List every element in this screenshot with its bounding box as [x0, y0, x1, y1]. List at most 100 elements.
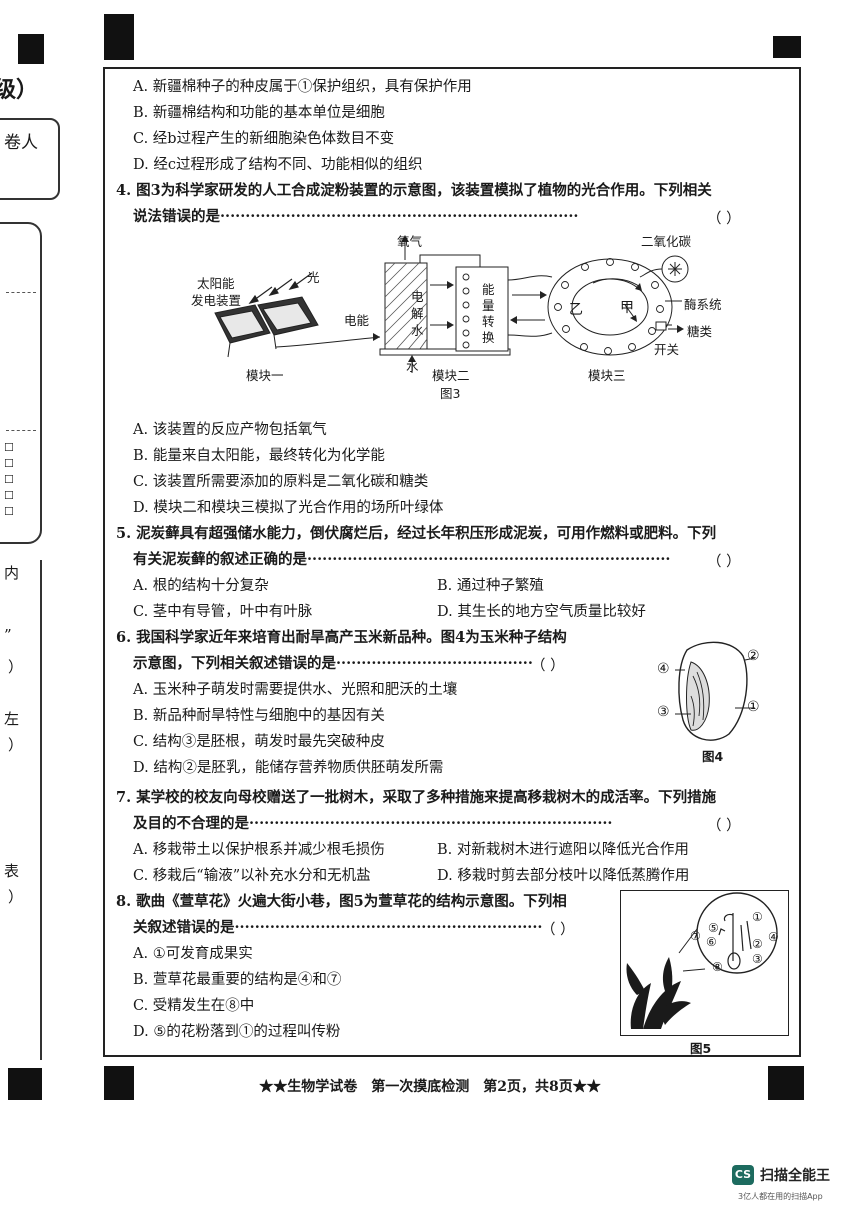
fig5-label-3: ③	[752, 952, 763, 966]
fig4-label-3: ③	[657, 704, 670, 720]
q8-answer-paren[interactable]: （ ）	[541, 922, 575, 938]
fig3-light-label: 光	[307, 270, 320, 285]
q7-stem-line-2: 及目的不合理的是································…	[133, 815, 613, 832]
fig4-label-4: ④	[657, 661, 670, 677]
q7-option-c: C. 移栽后“输液”以补充水分和无机盐	[133, 868, 371, 884]
fig4-label-1: ①	[747, 699, 760, 715]
left-frag-5: ）	[8, 736, 24, 754]
left-frag-7: ）	[8, 888, 24, 906]
fig5-label-5: ⑤	[708, 921, 719, 935]
registration-mark-top-left	[104, 14, 134, 60]
fig3-module2: 模块二	[432, 368, 470, 383]
page-footer: ★★生物学试卷 第一次摸底检测 第2页，共8页★★	[259, 1079, 601, 1095]
left-frag-3: ）	[8, 658, 24, 676]
q4-option-c: C. 该装置所需要添加的原料是二氧化碳和糖类	[133, 474, 429, 490]
fig3-module1: 模块一	[246, 368, 284, 383]
fig3-energy-3: 转	[482, 314, 495, 329]
fig4-label-2: ②	[747, 648, 760, 664]
q3-option-d: D. 经c过程形成了结构不同、功能相似的组织	[133, 157, 423, 173]
fig3-enzyme-label: 酶系统	[684, 297, 722, 312]
fig3-solar-label-1: 太阳能	[197, 276, 235, 291]
scanner-watermark: CS 扫描全能王 3亿人都在用的扫描App	[732, 1163, 842, 1203]
fig3-electrolysis-1: 电	[411, 289, 424, 304]
q6-option-d: D. 结构②是胚乳，能储存营养物质供胚萌发所需	[133, 760, 444, 776]
fig3-jia-label: 甲	[620, 300, 634, 316]
q5-option-d: D. 其生长的地方空气质量比较好	[437, 604, 646, 620]
figure-5-daylily	[626, 892, 778, 1029]
figure-3-artificial-starch-device	[214, 235, 689, 373]
q5-option-b: B. 通过种子繁殖	[437, 578, 544, 594]
solar-panels	[214, 296, 319, 358]
q8-stem-line-1: 8. 歌曲《萱草花》火遍大街小巷，图5为萱草花的结构示意图。下列相	[116, 893, 567, 910]
q7-option-a: A. 移栽带土以保护根系并减少根毛损伤	[133, 842, 385, 858]
light-arrows	[248, 272, 313, 304]
registration-mark-left-bottom	[8, 1068, 42, 1100]
q4-stem-line-2: 说法错误的是··································…	[133, 208, 579, 225]
q5-answer-paren[interactable]: （ ）	[707, 554, 741, 570]
registration-mark-bottom-left	[104, 1066, 134, 1100]
fig5-label-2: ②	[752, 937, 763, 951]
fig3-module3: 模块三	[588, 368, 626, 383]
left-frag-1: 内	[4, 564, 20, 582]
fig3-co2-label: 二氧化碳	[641, 234, 692, 249]
fig3-yi-label: 乙	[569, 302, 583, 318]
q6-option-a: A. 玉米种子萌发时需要提供水、光照和肥沃的土壤	[133, 682, 458, 698]
q7-answer-paren[interactable]: （ ）	[707, 818, 741, 834]
fig3-oxygen-label: 氧气	[397, 234, 423, 249]
q8-option-b: B. 萱草花最重要的结构是④和⑦	[133, 972, 342, 988]
figure-5-frame	[620, 890, 789, 1036]
q6-option-b: B. 新品种耐旱特性与细胞中的基因有关	[133, 708, 385, 724]
q4-option-b: B. 能量来自太阳能，最终转化为化学能	[133, 448, 385, 464]
scanner-badge-icon: CS	[732, 1165, 754, 1185]
left-frag-4: 左	[4, 710, 20, 728]
energy-conversion-unit	[455, 266, 509, 352]
fig3-electrolysis-3: 水	[411, 323, 424, 338]
q4-answer-paren[interactable]: （ ）	[707, 211, 741, 227]
reviewer-box	[0, 118, 60, 200]
q8-stem-line-2: 关叙述错误的是·································…	[133, 919, 543, 936]
fig5-label-8: ⑧	[712, 960, 723, 974]
fig3-energy-2: 量	[482, 298, 495, 313]
reviewer-label: 卷人	[4, 133, 38, 153]
fig5-label-4: ④	[768, 930, 779, 944]
q7-option-d: D. 移栽时剪去部分枝叶以降低蒸腾作用	[437, 868, 690, 884]
q4-option-d: D. 模块二和模块三模拟了光合作用的场所叶绿体	[133, 500, 444, 516]
q8-option-d: D. ⑤的花粉落到①的过程叫传粉	[133, 1024, 341, 1040]
q5-stem-line-2: 有关泥炭藓的叙述正确的是····························…	[133, 551, 671, 568]
registration-mark-top-right	[773, 36, 801, 58]
registration-mark-left-top	[18, 34, 44, 64]
q8-option-a: A. ①可发育成果实	[133, 946, 253, 962]
q5-option-c: C. 茎中有导管，叶中有叶脉	[133, 604, 313, 620]
fig3-electrolysis-2: 解	[411, 306, 424, 321]
fig5-label-7: ⑦	[690, 929, 701, 943]
q8-option-c: C. 受精发生在⑧中	[133, 998, 255, 1014]
left-checkboxes: ☐☐☐☐☐	[4, 441, 14, 518]
fig3-sugar-label: 糖类	[687, 324, 713, 339]
fig3-energy-4: 换	[482, 330, 495, 345]
q6-option-c: C. 结构③是胚根，萌发时最先突破种皮	[133, 734, 385, 750]
q3-option-a: A. 新疆棉种子的种皮属于①保护组织，具有保护作用	[133, 79, 472, 95]
fig5-label-6: ⑥	[706, 935, 717, 949]
q5-option-a: A. 根的结构十分复杂	[133, 578, 269, 594]
fig3-switch-label: 开关	[654, 342, 680, 357]
left-vertical-line	[40, 560, 42, 1060]
fig5-caption: 图5	[690, 1041, 712, 1056]
fig3-energy-1: 能	[482, 282, 495, 297]
q7-stem-line-1: 7. 某学校的校友向母校赠送了一批树木，采取了多种措施来提高移栽树木的成活率。下…	[116, 789, 717, 806]
fig3-electricity-label: 电能	[344, 313, 370, 328]
grade-fragment: 级）	[0, 77, 39, 103]
fig4-caption: 图4	[702, 749, 724, 764]
q7-option-b: B. 对新栽树木进行遮阳以降低光合作用	[437, 842, 689, 858]
q6-answer-paren[interactable]: （ ）	[531, 658, 565, 674]
left-dashes	[6, 292, 36, 293]
fig3-solar-label-2: 发电装置	[191, 293, 242, 308]
scanner-tagline: 3亿人都在用的扫描App	[738, 1192, 823, 1201]
scanner-name: 扫描全能王	[760, 1168, 830, 1184]
q4-option-a: A. 该装置的反应产物包括氧气	[133, 422, 327, 438]
fig5-label-1: ①	[752, 910, 763, 924]
left-dashes-2	[6, 430, 36, 431]
q3-option-b: B. 新疆棉结构和功能的基本单位是细胞	[133, 105, 385, 121]
exam-frame	[103, 67, 801, 1057]
q4-stem-line-1: 4. 图3为科学家研发的人工合成淀粉装置的示意图，该装置模拟了植物的光合作用。下…	[116, 182, 712, 199]
left-margin-fragment: 级） 卷人 ☐☐☐☐☐ 内 ” ） 左 ） 表 ）	[0, 0, 60, 1217]
